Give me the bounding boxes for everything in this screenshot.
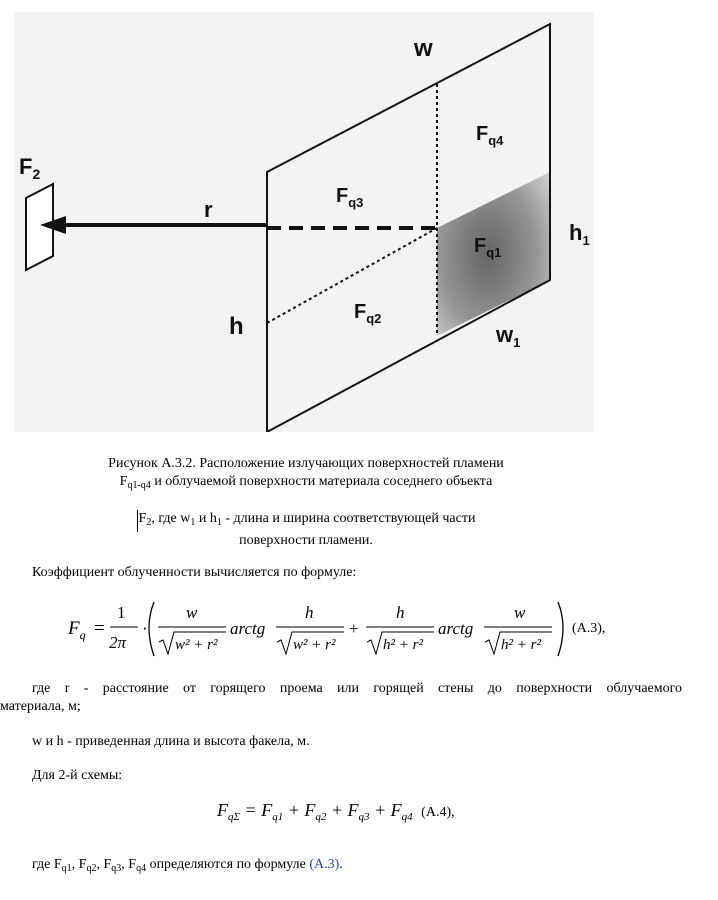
- term2-den: h² + r²: [383, 637, 423, 653]
- equals-sign: =: [94, 618, 105, 639]
- formula-a3: Fq = 1 2π · w w² + r² arctg h w² + r² + …: [62, 596, 622, 662]
- caption-line-2: Fq1-q4 и облучаемой поверхности материал…: [119, 474, 493, 491]
- term1-den: w² + r²: [175, 637, 218, 653]
- term2b-den: h² + r²: [501, 637, 541, 653]
- final-line: где Fq1, Fq2, Fq3, Fq4 определяются по ф…: [32, 857, 343, 874]
- formula-a3-svg: Fq = 1 2π · w w² + r² arctg h w² + r² + …: [67, 601, 605, 657]
- note-line-1: F2, где w1 и h1 - длина и ширина соответ…: [136, 510, 475, 532]
- flame-surface: [266, 22, 551, 432]
- target-plate: [25, 182, 54, 272]
- scheme-2-heading: Для 2-й схемы:: [32, 768, 123, 783]
- sqrt-2: [276, 631, 344, 656]
- left-paren: [148, 601, 155, 657]
- label-w1: w1: [495, 322, 520, 350]
- label-Fq1: Fq1: [474, 235, 501, 260]
- term1-num: w: [186, 603, 198, 622]
- formula-a4: FqΣ = Fq1 + Fq2 + Fq3 + Fq4 (А.4),: [217, 800, 455, 823]
- sqrt-1: [158, 631, 226, 656]
- horizontal-divider: [266, 227, 438, 324]
- figure-caption: Рисунок А.3.2. Расположение излучающих п…: [0, 455, 612, 495]
- label-Fq3: Fq3: [336, 185, 363, 210]
- sqrt-4: [484, 631, 552, 656]
- term2b-num: w: [514, 603, 526, 622]
- term2-num: h: [396, 603, 405, 622]
- formula-a3-link[interactable]: (А.3): [309, 857, 340, 872]
- where-wh: w и h - приведенная длина и высота факел…: [32, 734, 310, 749]
- where-r-line-2: материала, м;: [0, 699, 81, 714]
- label-F2: F2: [19, 154, 40, 182]
- label-w: w: [413, 35, 433, 62]
- figure-diagram: F2 w r h h1 w1 Fq1 Fq2 Fq3 Fq4: [19, 22, 590, 432]
- dot: ·: [142, 619, 148, 638]
- caption-line-1: Рисунок А.3.2. Расположение излучающих п…: [108, 456, 504, 471]
- formula-a4-ref: (А.4),: [421, 805, 455, 820]
- label-r: r: [204, 197, 213, 222]
- right-paren: [557, 601, 564, 657]
- fq-lhs: Fq: [67, 618, 86, 642]
- r-arrowhead: [40, 216, 66, 234]
- figure-flame-surfaces: F2 w r h h1 w1 Fq1 Fq2 Fq3 Fq4: [14, 12, 594, 432]
- label-Fq4: Fq4: [476, 123, 504, 148]
- intro-text: Коэффициент облученности вычисляется по …: [32, 565, 357, 580]
- denominator-2pi: 2π: [109, 633, 127, 652]
- arctg-2: arctg: [438, 619, 473, 638]
- term1b-num: h: [305, 603, 314, 622]
- shaded-quadrant-fq1: [437, 172, 550, 336]
- plus-sign: +: [349, 619, 359, 638]
- sqrt-3: [366, 631, 434, 656]
- label-h1: h1: [569, 220, 590, 248]
- term1b-den: w² + r²: [293, 637, 336, 653]
- note-line-2: поверхности пламени.: [239, 533, 373, 548]
- formula-a3-ref: (А.3),: [572, 621, 605, 636]
- label-Fq2: Fq2: [354, 301, 381, 326]
- where-r-line-1: где r - расстояние от горящего проема ил…: [32, 681, 682, 696]
- arctg-1: arctg: [230, 619, 265, 638]
- figure-note: F2, где w1 и h1 - длина и ширина соответ…: [0, 510, 612, 550]
- label-h: h: [229, 313, 244, 340]
- numerator-one: 1: [117, 603, 126, 622]
